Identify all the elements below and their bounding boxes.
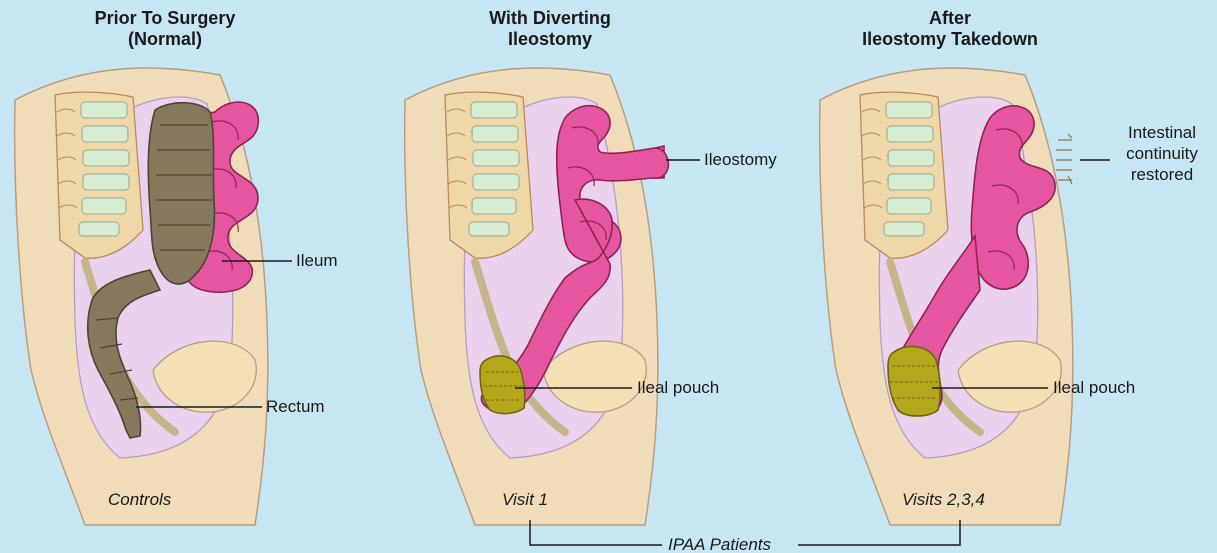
torso-with-diverting-ileostomy [405, 68, 658, 525]
panel-title-with-diverting-ileostomy: With Diverting Ileostomy [460, 8, 640, 50]
caption-controls: Controls [108, 490, 171, 510]
caption-visits-2-3-4: Visits 2,3,4 [902, 490, 985, 510]
label-ileal-pouch-visit234: Ileal pouch [1053, 378, 1135, 398]
title-line: After [840, 8, 1060, 29]
ileal-pouch-visit234 [888, 346, 940, 416]
title-line: Prior To Surgery [75, 8, 255, 29]
label-line: Intestinal [1112, 122, 1212, 143]
label-ileum: Ileum [296, 251, 338, 271]
label-rectum: Rectum [266, 397, 325, 417]
label-intestinal-continuity-restored: Intestinal continuity restored [1112, 122, 1212, 185]
ileal-pouch-visit1 [480, 356, 525, 414]
label-line: restored [1112, 164, 1212, 185]
label-line: continuity [1112, 143, 1212, 164]
title-line: Ileostomy Takedown [840, 29, 1060, 50]
label-ileostomy: Ileostomy [704, 150, 777, 170]
panel-title-after-ileostomy-takedown: After Ileostomy Takedown [840, 8, 1060, 50]
label-ipaa-patients: IPAA Patients [668, 535, 771, 553]
label-ileal-pouch-visit1: Ileal pouch [637, 378, 719, 398]
panel-title-prior-to-surgery: Prior To Surgery (Normal) [75, 8, 255, 50]
closed-stoma-site [1056, 134, 1072, 184]
title-line: Ileostomy [460, 29, 640, 50]
title-line: (Normal) [75, 29, 255, 50]
title-line: With Diverting [460, 8, 640, 29]
caption-visit-1: Visit 1 [502, 490, 548, 510]
